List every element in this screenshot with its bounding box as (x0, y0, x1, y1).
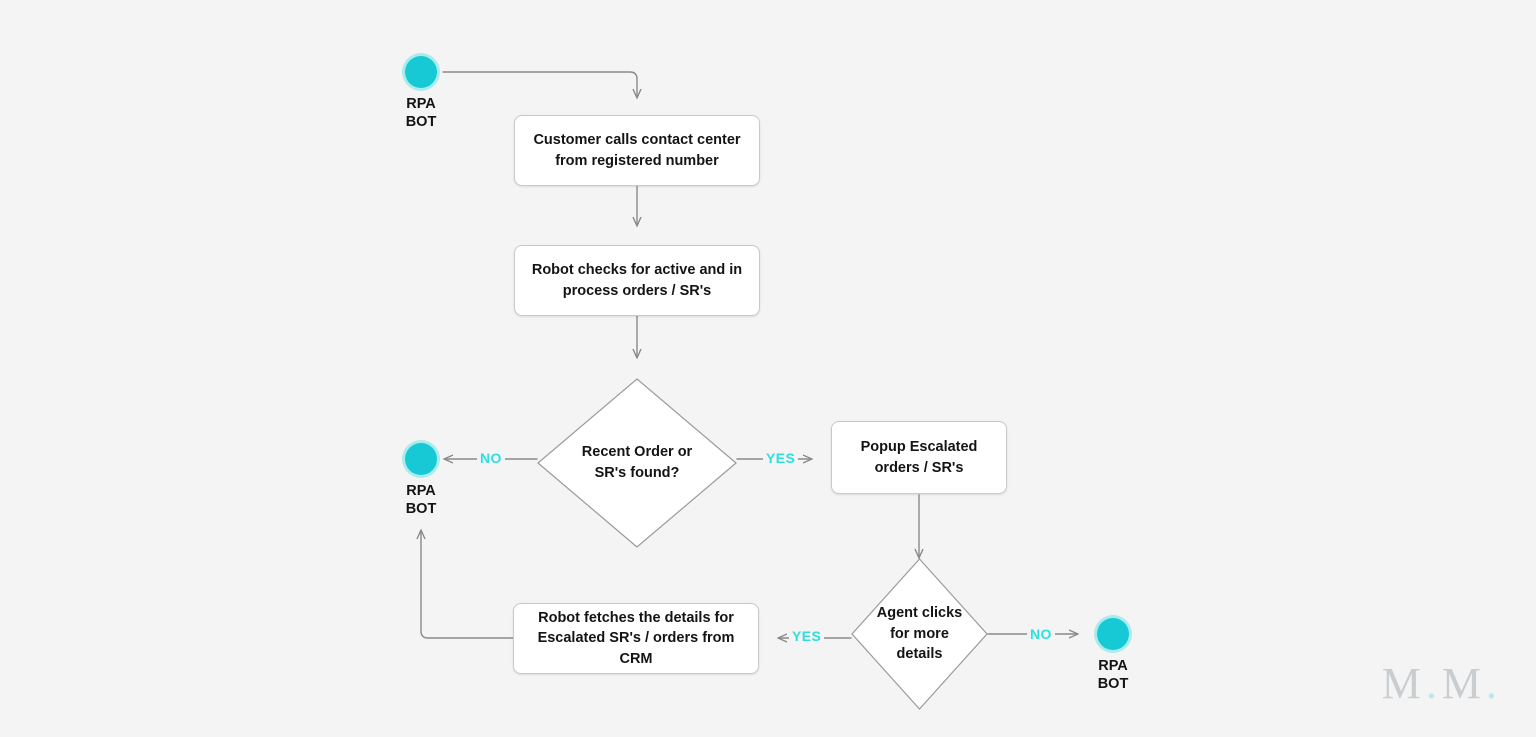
edge-label-d2-no: NO (1027, 626, 1055, 642)
edge-label-d1-yes: YES (763, 450, 799, 466)
terminator-start[interactable]: RPA BOT (405, 56, 437, 131)
terminator-end-right-label: RPA BOT (1097, 658, 1129, 693)
process-robot-checks-orders-label: Robot checks for active and in process o… (531, 261, 743, 299)
watermark-dot-2: . (1486, 659, 1502, 708)
process-robot-checks-orders[interactable]: Robot checks for active and in process o… (514, 245, 760, 316)
terminator-end-right[interactable]: RPA BOT (1097, 618, 1129, 693)
watermark-letter-1: M (1381, 659, 1426, 708)
edge-start-to-p1 (442, 71, 637, 99)
process-customer-calls-label: Customer calls contact center from regis… (533, 131, 741, 169)
process-popup-escalated[interactable]: Popup Escalated orders / SR's (831, 421, 1007, 494)
terminator-end-left-label: RPA BOT (405, 483, 437, 518)
decision-agent-clicks-details[interactable]: Agent clicks for more details (851, 558, 988, 710)
rpa-bot-dot-icon (405, 443, 437, 475)
decision-recent-order-found[interactable]: Recent Order or SR's found? (537, 378, 737, 548)
edge-label-d2-yes: YES (789, 628, 825, 644)
watermark: M.M. (1382, 658, 1502, 709)
process-robot-fetches-details-label: Robot fetches the details for Escalated … (537, 609, 735, 667)
process-popup-escalated-label: Popup Escalated orders / SR's (860, 438, 978, 476)
decision-agent-clicks-details-label: Agent clicks for more details (876, 605, 963, 663)
process-customer-calls[interactable]: Customer calls contact center from regis… (514, 115, 760, 186)
diamond-shape-icon (537, 378, 737, 548)
watermark-dot-1: . (1425, 659, 1442, 708)
diamond-shape-icon (851, 558, 988, 710)
process-robot-fetches-details[interactable]: Robot fetches the details for Escalated … (513, 603, 759, 674)
terminator-end-left[interactable]: RPA BOT (405, 443, 437, 518)
rpa-bot-dot-icon (405, 56, 437, 88)
watermark-letter-2: M (1441, 659, 1486, 708)
edge-p4-to-endleft (421, 529, 514, 639)
decision-recent-order-found-label: Recent Order or SR's found? (581, 444, 693, 481)
edge-label-d1-no: NO (477, 450, 505, 466)
terminator-start-label: RPA BOT (405, 96, 437, 131)
rpa-bot-dot-icon (1097, 618, 1129, 650)
